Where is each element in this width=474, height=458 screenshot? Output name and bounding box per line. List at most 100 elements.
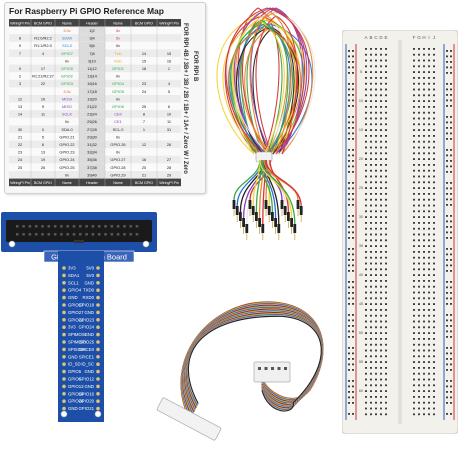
idc-pin-hole bbox=[41, 225, 44, 228]
terminal-hole bbox=[375, 343, 377, 346]
rail-hole bbox=[352, 286, 354, 289]
terminal-hole bbox=[375, 53, 377, 56]
terminal-hole bbox=[385, 158, 387, 160]
idc-pin-hole bbox=[22, 233, 25, 236]
terminal-hole bbox=[380, 367, 382, 369]
terminal-hole bbox=[370, 320, 372, 323]
terminal-hole bbox=[433, 187, 435, 189]
terminal-hole bbox=[385, 314, 387, 317]
terminal-hole bbox=[365, 343, 367, 346]
rail-hole bbox=[450, 61, 452, 63]
terminal-hole bbox=[428, 407, 430, 410]
terminal-hole bbox=[423, 111, 425, 114]
jumper-connector-housing bbox=[299, 206, 303, 215]
idc-pin-hole bbox=[60, 225, 63, 228]
rail-hole bbox=[348, 182, 350, 184]
terminal-hole bbox=[375, 135, 377, 137]
terminal-hole bbox=[428, 297, 430, 300]
jumper-connector-housing bbox=[277, 224, 281, 233]
row-number: 15 bbox=[359, 128, 363, 132]
terminal-hole bbox=[380, 71, 382, 73]
table-cell: 14 bbox=[18, 112, 23, 117]
table-cell: 1 bbox=[143, 127, 145, 132]
terminal-hole bbox=[423, 314, 425, 317]
terminal-hole bbox=[385, 59, 387, 62]
rail-hole bbox=[352, 138, 354, 140]
rail-hole bbox=[348, 61, 350, 63]
rail-hole bbox=[352, 358, 354, 360]
pin-label-left: GPIO4 bbox=[68, 288, 82, 293]
terminal-hole bbox=[370, 343, 372, 346]
jumper-connector-housing bbox=[267, 206, 271, 215]
terminal-hole bbox=[418, 175, 420, 178]
terminal-hole bbox=[375, 198, 377, 201]
rail-hole bbox=[348, 88, 350, 91]
terminal-hole bbox=[375, 245, 377, 247]
rail-hole bbox=[348, 193, 350, 195]
terminal-hole bbox=[428, 239, 430, 242]
table-cell: 30 bbox=[18, 127, 23, 132]
pin-label-right: GND bbox=[84, 369, 94, 374]
rail-hole bbox=[450, 264, 452, 267]
jumper-connector-housing bbox=[261, 224, 265, 233]
rail-hole bbox=[348, 402, 350, 404]
rail-hole bbox=[450, 72, 452, 74]
terminal-hole bbox=[385, 355, 387, 358]
ribbon-connector-left bbox=[156, 397, 222, 441]
rail-hole bbox=[352, 319, 354, 322]
table-cell: CE0 bbox=[114, 112, 122, 117]
jumper-connector-housing bbox=[271, 212, 274, 221]
table-cell: 28 bbox=[167, 165, 171, 170]
terminal-hole bbox=[418, 268, 420, 271]
rail-hole bbox=[352, 226, 354, 228]
jumper-wire bbox=[237, 7, 280, 155]
terminal-hole bbox=[365, 164, 367, 166]
terminal-hole bbox=[380, 158, 382, 160]
rail-hole bbox=[450, 363, 452, 366]
jumper-connector-housing bbox=[248, 200, 252, 209]
terminal-hole bbox=[413, 378, 415, 381]
rail-hole bbox=[348, 72, 350, 74]
terminal-hole bbox=[375, 309, 377, 311]
rail-hole bbox=[446, 171, 448, 173]
terminal-hole bbox=[433, 88, 435, 91]
terminal-hole bbox=[365, 332, 367, 334]
rail-hole bbox=[446, 259, 448, 261]
rail-hole bbox=[348, 352, 350, 355]
terminal-hole bbox=[385, 169, 387, 172]
terminal-hole bbox=[385, 106, 387, 108]
header-cell-bg bbox=[79, 34, 105, 42]
rail-hole bbox=[450, 121, 452, 124]
terminal-hole bbox=[423, 175, 425, 178]
jumper-wire-end bbox=[259, 159, 293, 219]
terminal-hole bbox=[385, 77, 387, 79]
rail-hole bbox=[352, 171, 354, 173]
terminal-hole bbox=[365, 355, 367, 358]
terminal-hole bbox=[375, 111, 377, 114]
rail-hole bbox=[352, 182, 354, 184]
terminal-hole bbox=[433, 349, 435, 352]
terminal-hole bbox=[428, 291, 430, 294]
terminal-hole bbox=[370, 106, 372, 108]
idc-pin-hole bbox=[79, 225, 82, 228]
table-cell: MOSI bbox=[62, 96, 72, 101]
terminal-hole bbox=[365, 140, 367, 143]
pin-label-left: GPIO17 bbox=[68, 303, 84, 308]
rail-hole bbox=[446, 132, 448, 135]
terminal-hole bbox=[365, 187, 367, 189]
terminal-hole bbox=[418, 106, 420, 108]
jumper-connector-housing bbox=[280, 200, 284, 209]
terminal-hole bbox=[370, 117, 372, 120]
terminal-hole bbox=[375, 227, 377, 230]
idc-pin-hole bbox=[34, 225, 38, 228]
terminal-hole bbox=[423, 210, 425, 213]
terminal-hole bbox=[433, 407, 435, 410]
table-cell: 5v bbox=[116, 28, 120, 33]
rail-hole bbox=[450, 314, 452, 316]
rail-hole bbox=[446, 402, 448, 404]
table-cell: 22 bbox=[41, 81, 45, 86]
terminal-hole bbox=[428, 140, 430, 143]
terminal-hole bbox=[413, 367, 415, 369]
terminal-hole bbox=[423, 233, 425, 236]
